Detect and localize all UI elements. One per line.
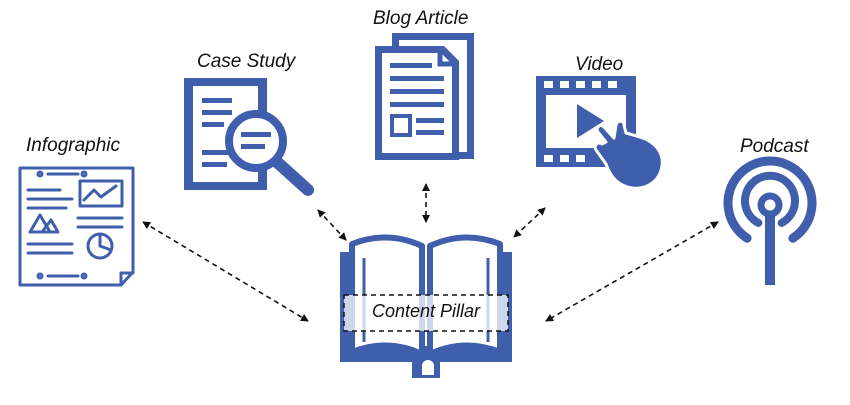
arrow-infographic xyxy=(142,221,309,322)
blog-article-icon xyxy=(375,33,474,160)
label-podcast: Podcast xyxy=(740,136,809,157)
video-icon xyxy=(536,76,664,190)
content-pillar-label-box xyxy=(343,294,509,332)
open-book-icon xyxy=(340,234,512,378)
infographic-icon xyxy=(18,166,135,287)
label-blog-article: Blog Article xyxy=(373,8,469,29)
podcast-icon xyxy=(723,156,817,285)
label-content-pillar: Content Pillar xyxy=(371,301,481,321)
arrow-podcast xyxy=(545,221,719,322)
connector-arrows xyxy=(142,183,719,322)
label-infographic: Infographic xyxy=(26,135,121,156)
arrow-video xyxy=(513,207,546,238)
label-video: Video xyxy=(575,54,624,75)
case-study-icon xyxy=(184,78,314,196)
label-case-study: Case Study xyxy=(197,51,296,72)
arrow-case-study xyxy=(317,209,347,241)
